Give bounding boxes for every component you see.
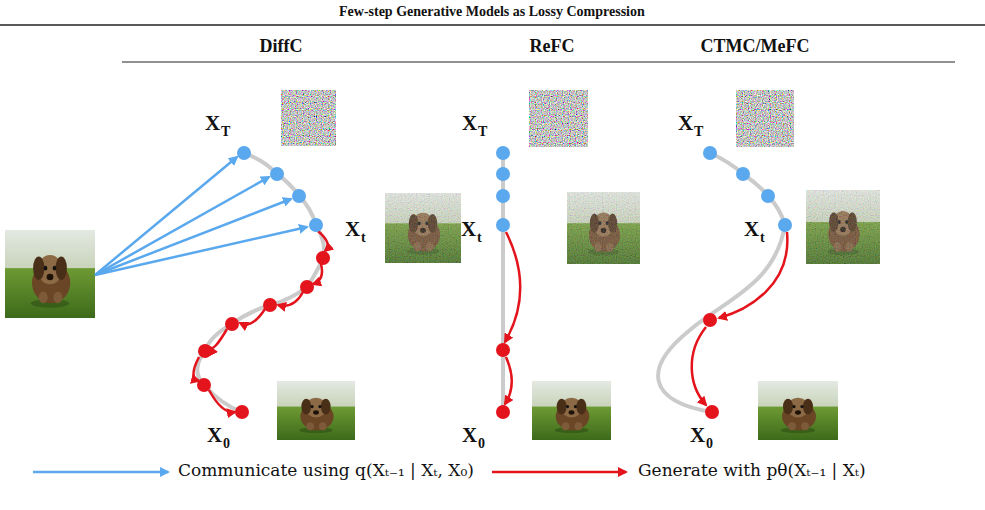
state-subscript: T <box>221 124 230 140</box>
header-rule <box>122 62 955 63</box>
legend-text: Communicate using q(Xₜ₋₁ | Xₜ, X₀) <box>178 460 474 480</box>
state-symbol: X <box>744 217 759 242</box>
clean-image <box>277 381 838 440</box>
state-subscript: T <box>478 124 487 140</box>
state-subscript: T <box>694 124 703 140</box>
state-symbol: X <box>462 111 477 136</box>
noise-image <box>281 90 794 147</box>
state-symbol: X <box>461 217 476 242</box>
legend-communicate-arrow <box>33 471 168 474</box>
noisy-image <box>385 190 880 264</box>
state-subscript: 0 <box>223 436 230 452</box>
generate-arrow <box>194 231 788 412</box>
latent-dot <box>237 146 792 232</box>
trajectory <box>197 153 785 412</box>
column-header: CTMC/MeFC <box>701 36 810 57</box>
legend-generate-arrow <box>492 471 626 474</box>
source-image <box>5 230 95 318</box>
figure-title: Few-step Generative Models as Lossy Comp… <box>339 4 645 20</box>
state-subscript: t <box>361 230 366 246</box>
state-symbol: X <box>462 423 477 448</box>
state-subscript: 0 <box>478 436 485 452</box>
column-header: ReFC <box>530 36 575 57</box>
state-subscript: t <box>760 230 765 246</box>
state-symbol: X <box>205 111 220 136</box>
state-symbol: X <box>345 217 360 242</box>
state-subscript: t <box>477 230 482 246</box>
state-symbol: X <box>690 423 705 448</box>
state-symbol: X <box>207 423 222 448</box>
generated-dot <box>197 251 719 419</box>
state-subscript: 0 <box>706 436 713 452</box>
title-rule <box>0 24 985 26</box>
legend-text: Generate with pθ(Xₜ₋₁ | Xₜ) <box>638 460 866 480</box>
communicate-arrow <box>95 157 307 275</box>
column-header: DiffC <box>260 36 303 57</box>
state-symbol: X <box>678 111 693 136</box>
